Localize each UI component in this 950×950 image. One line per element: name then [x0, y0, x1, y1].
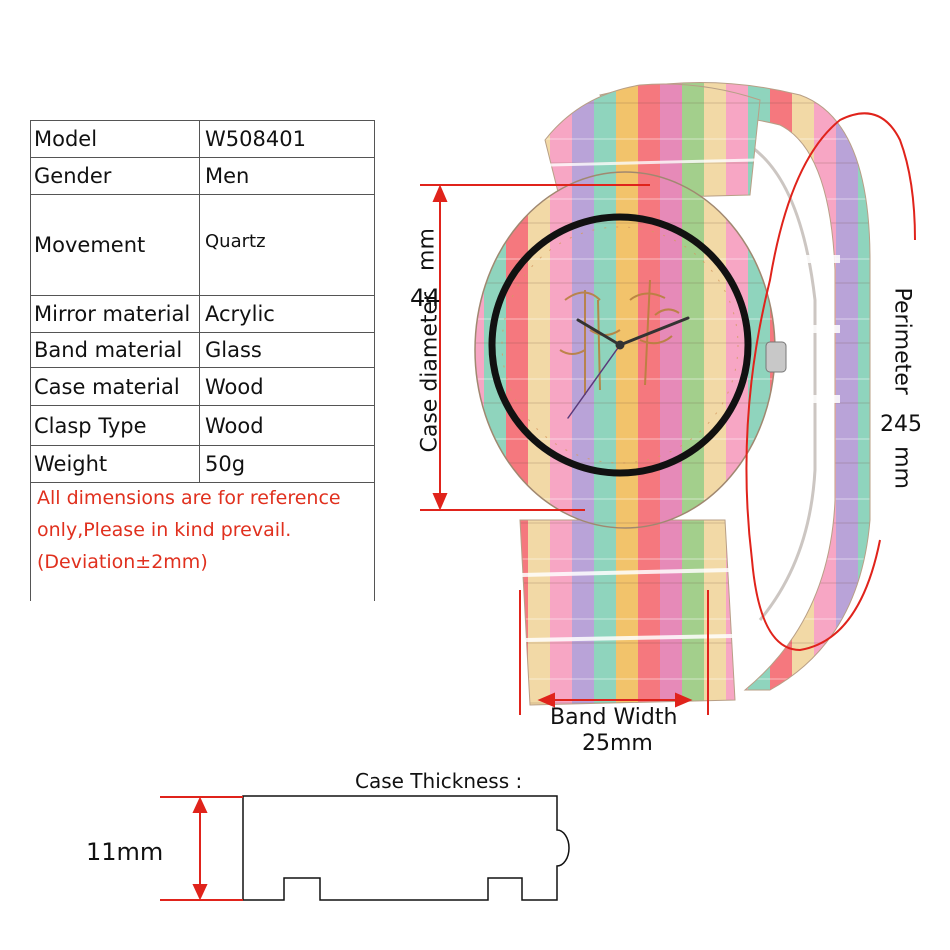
- watch-dial: [488, 213, 752, 477]
- spec-label: Band material: [30, 332, 200, 368]
- bracelet-bottom: [519, 519, 736, 706]
- perimeter-value: 245: [880, 412, 922, 437]
- case-thickness-diagram: [242, 795, 570, 901]
- bracelet-top: [544, 83, 761, 201]
- note-row: All dimensions are for reference only,Pl…: [30, 482, 375, 601]
- spec-label: Mirror material: [30, 295, 200, 333]
- spec-row: Band material Glass: [30, 332, 375, 368]
- band-width-label: Band Width: [550, 705, 678, 730]
- case-diameter-unit: mm: [414, 228, 440, 271]
- spec-label: Model: [30, 120, 200, 158]
- spec-row: Model W508401: [30, 120, 375, 158]
- spec-value: Acrylic: [199, 295, 375, 333]
- spec-label: Gender: [30, 157, 200, 195]
- crown-icon: [765, 341, 787, 373]
- spec-row: Case material Wood: [30, 367, 375, 406]
- band-width-dimension: [519, 590, 709, 715]
- case-thickness-label: Case Thickness :: [355, 769, 523, 793]
- perimeter-dimension: [745, 112, 916, 652]
- bracelet-back: [599, 82, 871, 691]
- note-line: only,Please in kind prevail.: [37, 519, 292, 541]
- case-diameter-label: Case diameter: [417, 291, 443, 453]
- perimeter-label: Perimeter: [889, 287, 915, 395]
- watch-hands: [567, 316, 690, 419]
- spec-row: Movement Quartz: [30, 194, 375, 296]
- reference-note: All dimensions are for reference only,Pl…: [30, 482, 375, 601]
- case-diameter-value: 44: [410, 284, 441, 312]
- spec-row: Mirror material Acrylic: [30, 295, 375, 333]
- note-line: All dimensions are for reference: [37, 487, 341, 509]
- perimeter-unit: mm: [889, 446, 915, 489]
- spec-value: Glass: [199, 332, 375, 368]
- spec-label: Case material: [30, 367, 200, 406]
- case-diameter-dimension: [420, 184, 650, 511]
- spec-table: Model W508401 Gender Men Movement Quartz…: [30, 120, 375, 601]
- spec-value: Quartz: [199, 194, 375, 296]
- case-thickness-dimension: [160, 796, 243, 901]
- spec-label: Weight: [30, 445, 200, 483]
- spec-value: W508401: [199, 120, 375, 158]
- case-thickness-value: 11mm: [86, 838, 164, 866]
- spec-value: Wood: [199, 367, 375, 406]
- note-line: (Deviation±2mm): [37, 551, 208, 573]
- band-width-value: 25mm: [582, 731, 653, 756]
